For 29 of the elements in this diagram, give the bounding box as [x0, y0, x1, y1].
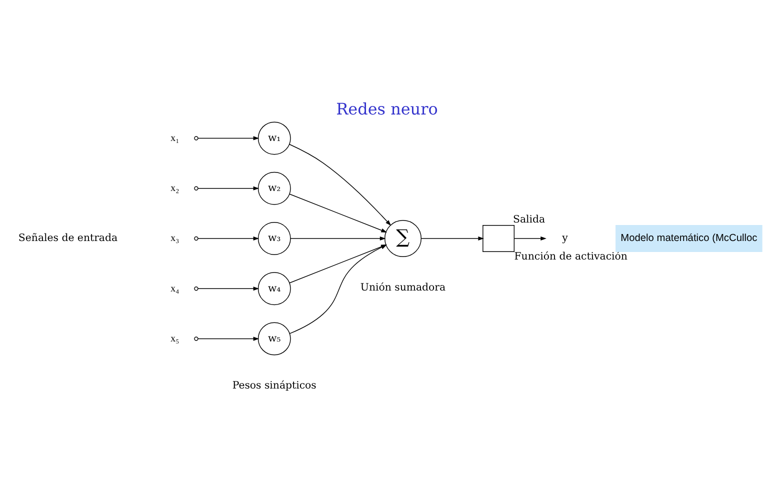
node-circle: w₂	[258, 171, 291, 204]
arrow	[290, 236, 386, 240]
node-circle: w₄	[258, 272, 291, 305]
arrow	[194, 286, 260, 290]
node-text: x₁	[170, 132, 180, 144]
arrow	[289, 193, 387, 232]
node-text: x₄	[170, 282, 180, 294]
arrow	[514, 236, 546, 240]
node-box	[482, 224, 515, 252]
arrow	[194, 186, 260, 190]
arrow	[194, 236, 260, 240]
node-label: Función de activación	[514, 251, 628, 262]
node-label: Salida	[513, 214, 546, 226]
node-label: Unión sumadora	[360, 282, 446, 294]
node-circle: w₅	[258, 322, 291, 355]
node-text: x₃	[170, 232, 180, 244]
arrow	[194, 136, 260, 140]
node-circle: w₁	[258, 121, 291, 154]
label: Pesos sinápticos	[232, 380, 316, 392]
node-text: y	[562, 232, 568, 244]
label: Señales de entrada	[18, 232, 118, 244]
node-text: x₂	[170, 182, 180, 194]
node-text: x₅	[170, 332, 180, 344]
diagram-title: Redes neuro	[336, 99, 438, 118]
node-box: Modelo matemático (McCulloc	[616, 224, 762, 252]
node-circle: w₃	[258, 222, 291, 254]
arrow	[420, 236, 484, 240]
arrow	[288, 143, 392, 226]
arrow	[194, 336, 260, 340]
